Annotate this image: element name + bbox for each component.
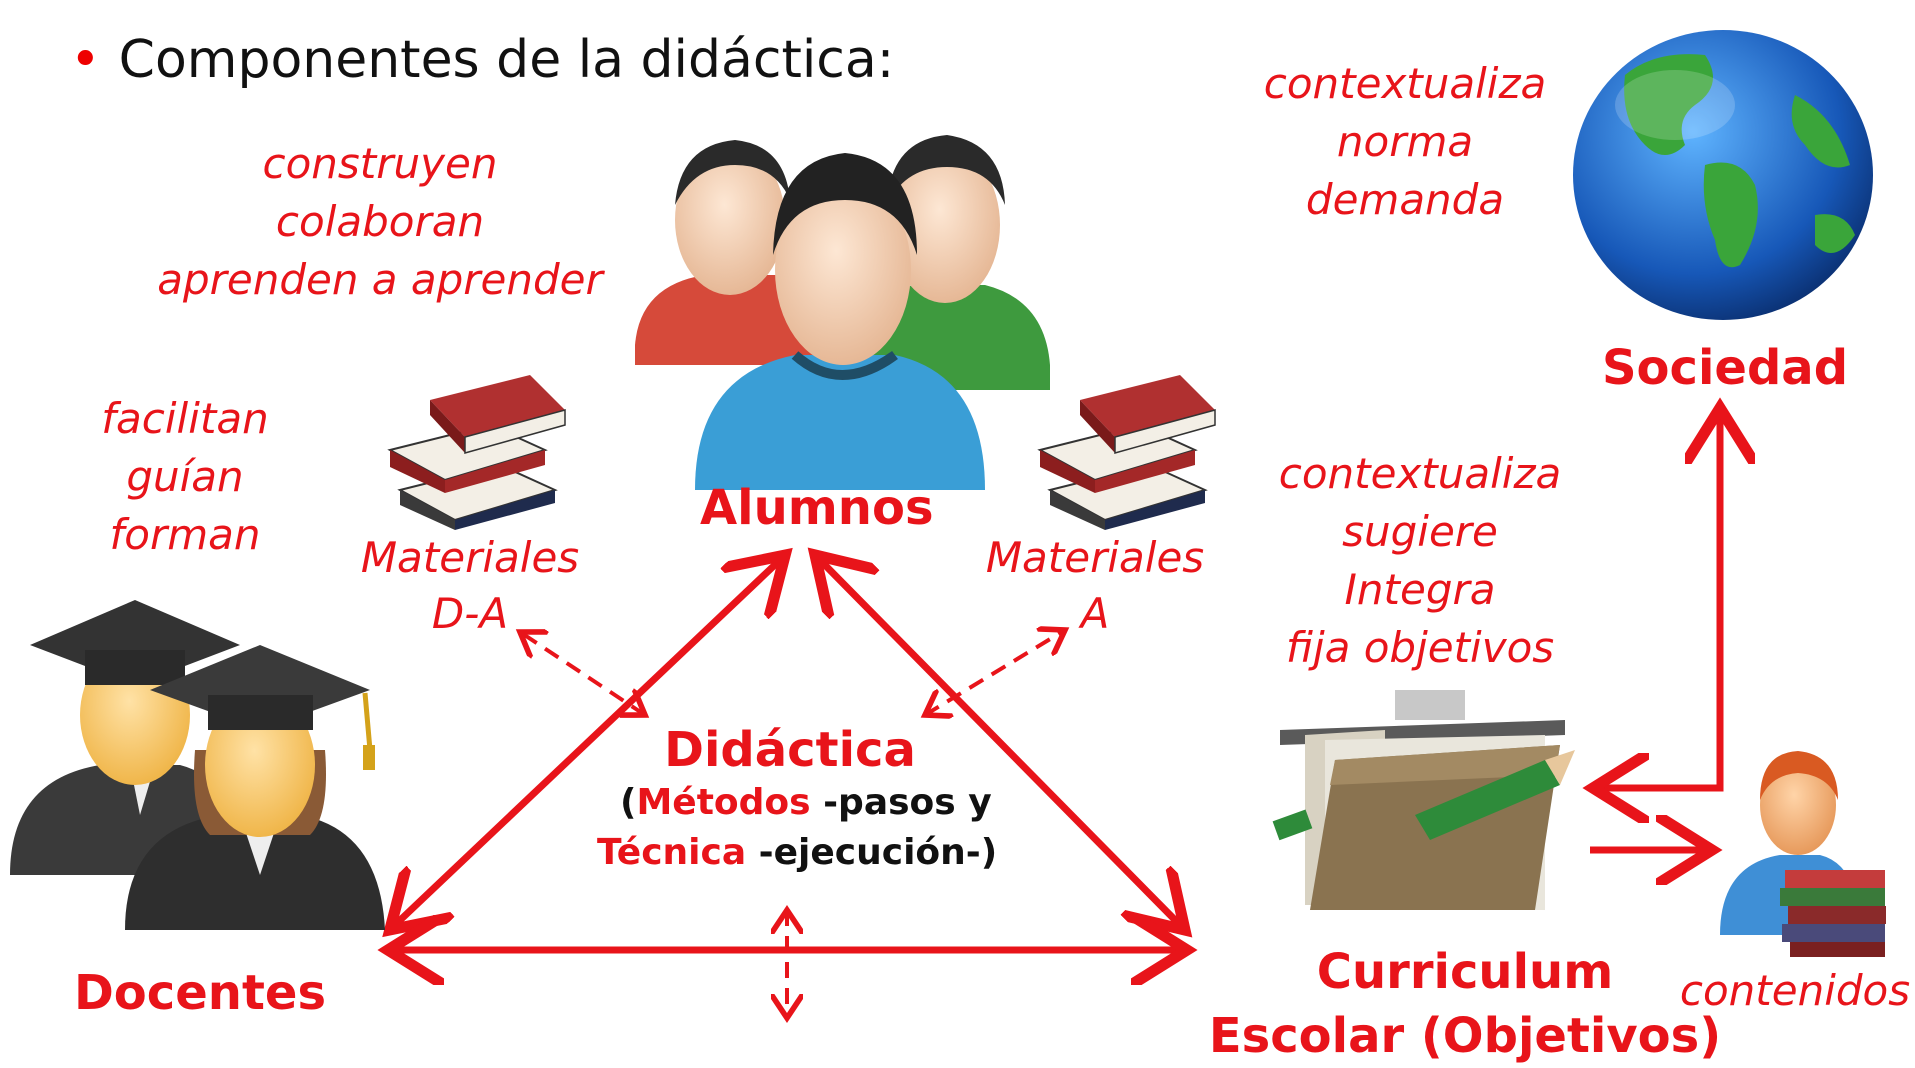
materiales-left-label: Materiales D-A: [360, 533, 580, 638]
alumnos-label: Alumnos: [700, 480, 934, 536]
globe-icon: [1573, 30, 1873, 320]
arrow-didactica-materiales-right: [925, 630, 1065, 715]
teachers-graduates-icon: [10, 600, 385, 930]
docentes-verbs: facilitan guían forman: [101, 394, 269, 559]
contenidos-label: contenidos: [1679, 966, 1911, 1015]
curriculum-verbs: contextualiza sugiere Integra fija objet…: [1278, 449, 1562, 672]
alumnos-verbs: construyen colaboran aprenden a aprender: [157, 139, 603, 304]
reader-with-books-icon: [1720, 751, 1886, 957]
curriculum-label: Curriculum Escolar (Objetivos): [1208, 944, 1722, 1064]
sociedad-label: Sociedad: [1601, 340, 1849, 396]
arrow-docentes-alumnos: [395, 560, 780, 925]
folder-pencil-icon: [1272, 690, 1575, 910]
materiales-right-label: Materiales A: [985, 533, 1205, 638]
docentes-label: Docentes: [73, 965, 327, 1021]
books-icon: [1037, 375, 1216, 530]
didactica-tecnica: Técnica -ejecución-): [597, 832, 998, 873]
didactica-label: Didáctica: [664, 722, 916, 778]
slide-title: •Componentes de la didáctica:: [70, 30, 895, 90]
bullet-icon: •: [70, 30, 101, 90]
arrow-alumnos-curriculum: [820, 560, 1180, 925]
sociedad-verbs: contextualiza norma demanda: [1263, 59, 1547, 224]
didactica-metodos: (Métodos -pasos y: [620, 782, 992, 823]
books-icon: [387, 375, 566, 530]
students-icon: [635, 135, 1050, 490]
arrow-curriculum-sociedad: [1600, 415, 1720, 788]
